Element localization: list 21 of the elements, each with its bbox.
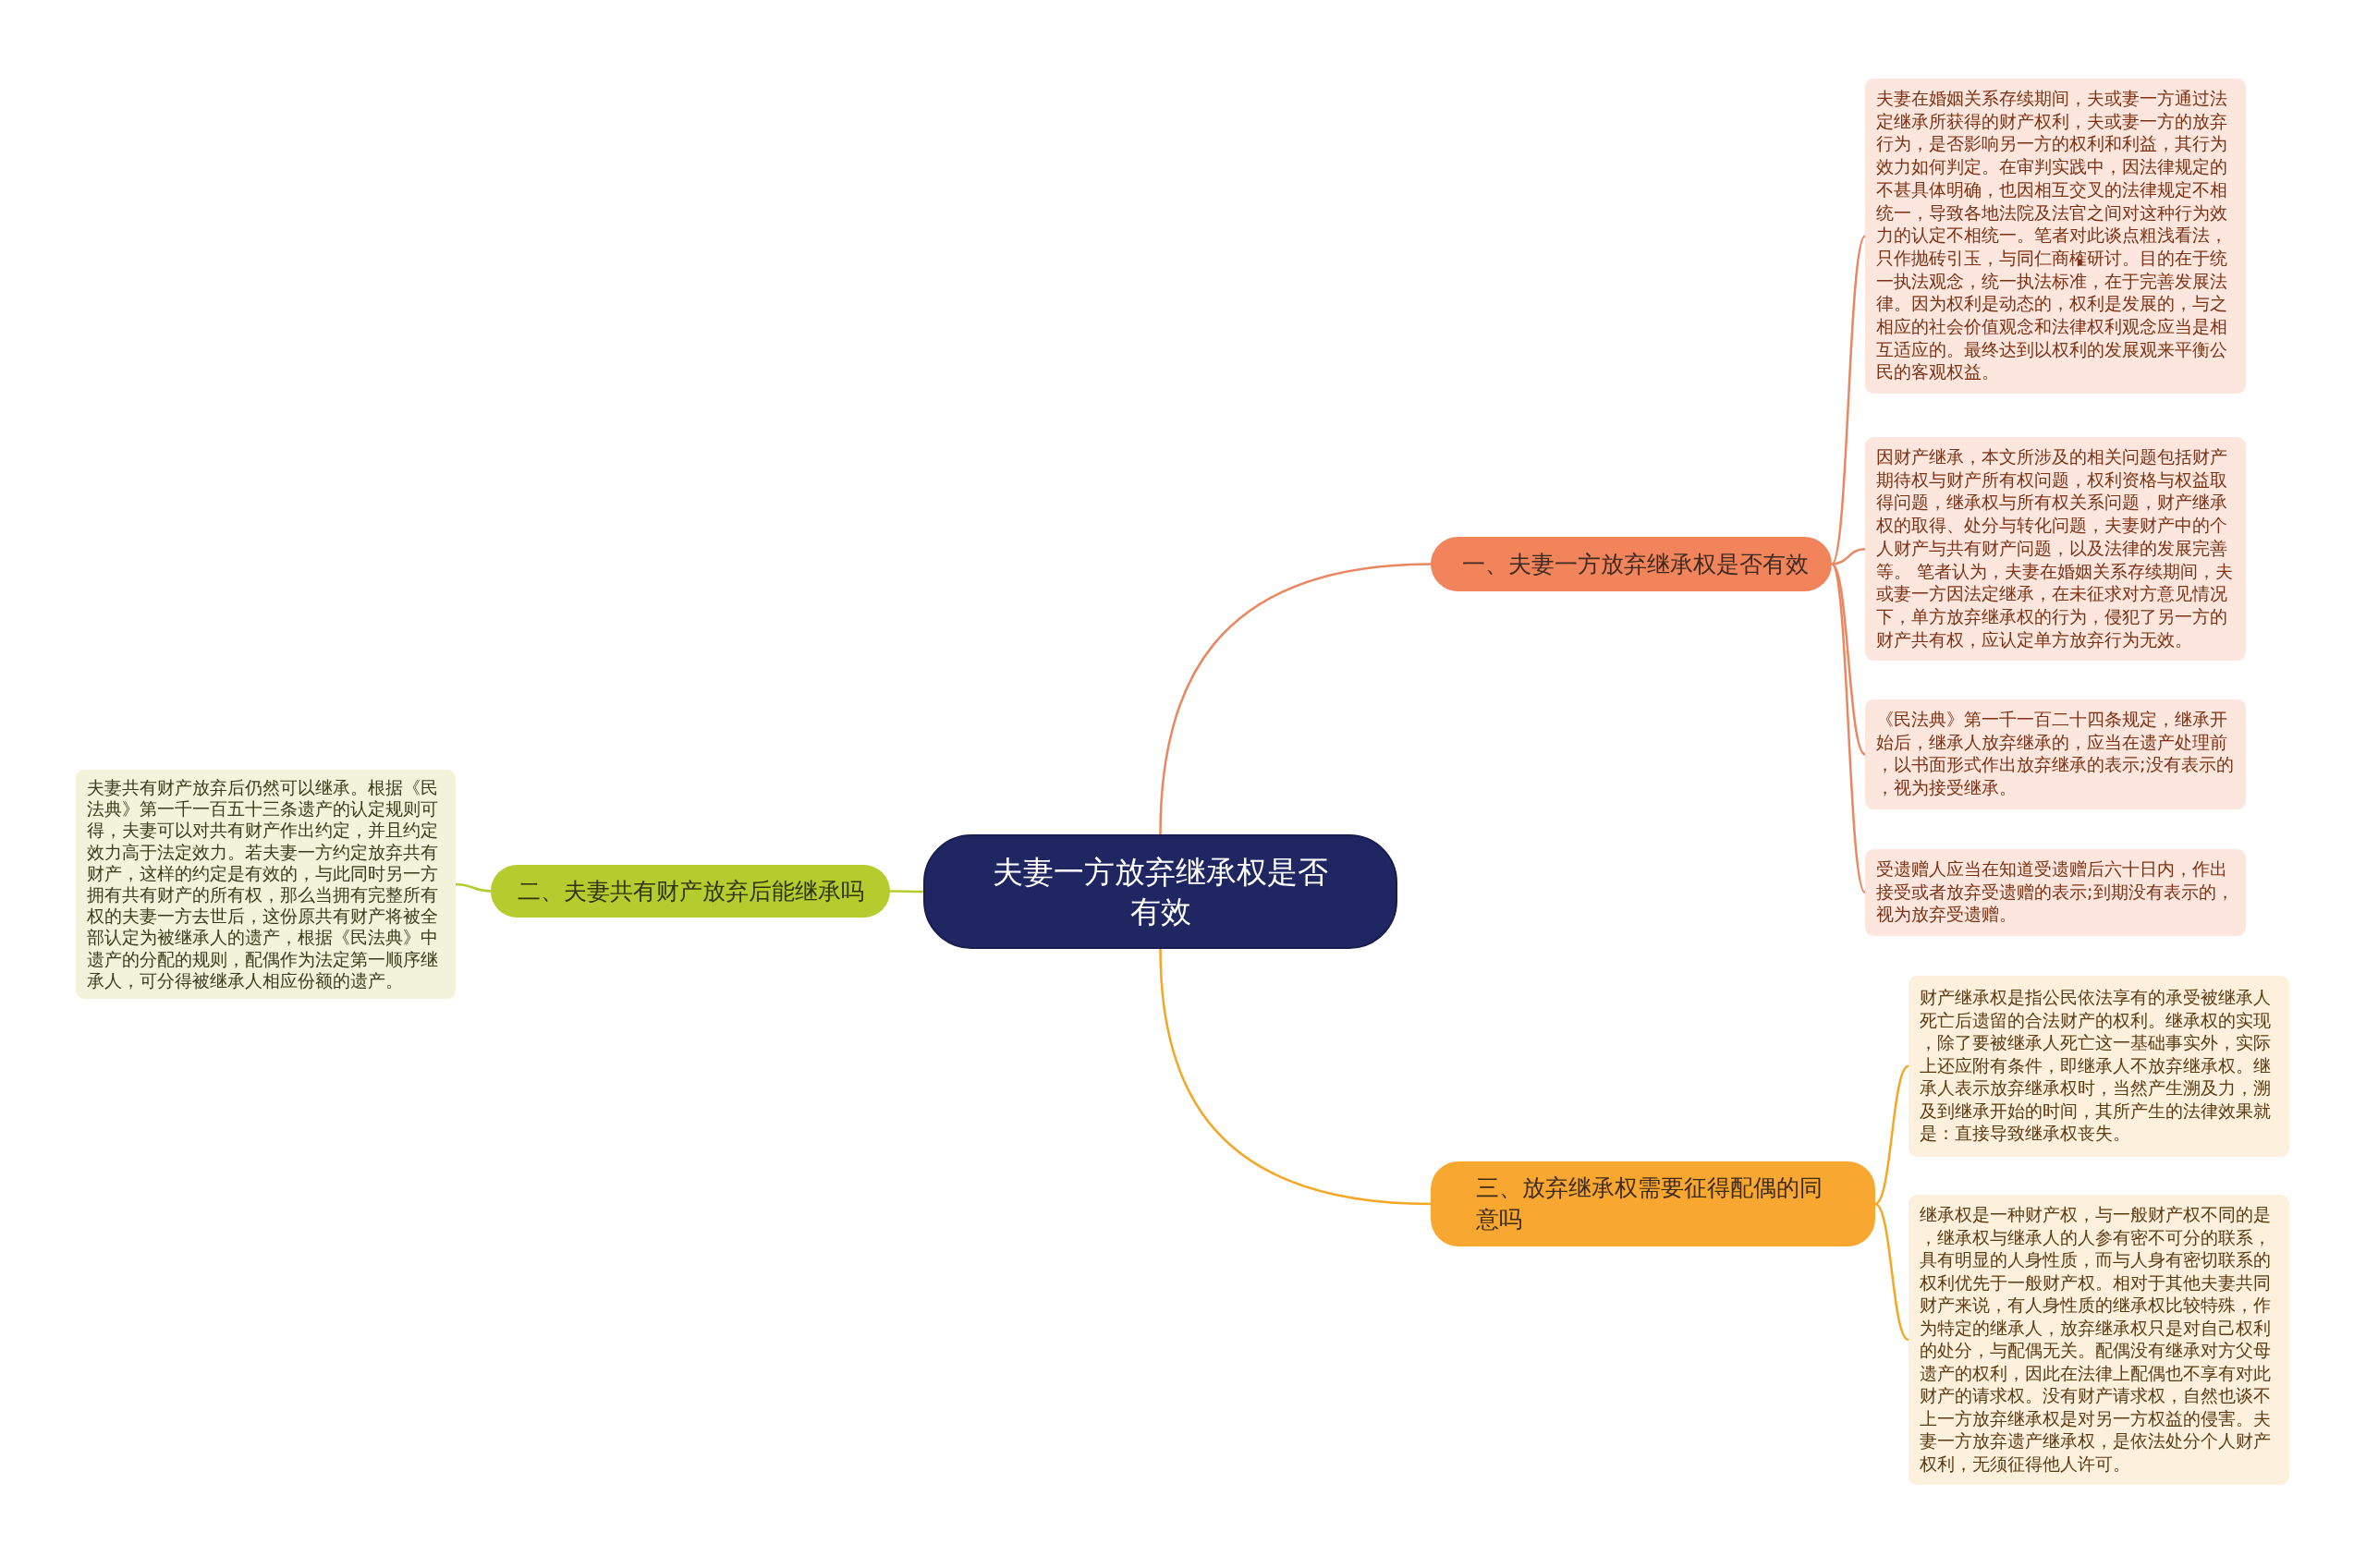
note-box: 因财产继承，本文所涉及的相关问题包括财产期待权与财产所有权问题，权利资格与权益取得问题，继承权与所有权关系问题，财产继承权的取得、处分与转化问题，夫妻财产中的个人财产与共有财产问题，以及法律的发展完善等。 笔者认为，夫妻在婚姻关系存续期间，夫或妻一方因法定继承，在未征求对方意见情况下，单方放弃继承权的行为，侵犯了另一方的财产共有权，应认定单方放弃行为无效。: [1865, 437, 2246, 662]
connector-line: [1159, 563, 1432, 835]
note-box: 财产继承权是指公民依法享有的承受被继承人死亡后遗留的合法财产的权利。继承权的实现，除了要被继承人死亡这一基础事实外，实际上还应附有条件，即继承人不放弃继承权。继承人表示放弃继承权时，当然产生溯及力，溯及到继承开始的时间，其所产生的法律效果就是：直接导致继承权丧失。: [1909, 976, 2289, 1157]
note-box: 《民法典》第一千一百二十四条规定，继承开始后，继承人放弃继承的，应当在遗产处理前，以书面形式作出放弃继承的表示;没有表示的，视为接受继承。: [1865, 699, 2246, 809]
branch-topic-box: 三、放弃继承权需要征得配偶的同意吗: [1431, 1161, 1875, 1246]
connector-line: [455, 882, 492, 893]
branch-topic-box: 一、夫妻一方放弃继承权是否有效: [1431, 537, 1832, 591]
connector-line: [890, 890, 923, 893]
connector-line: [1159, 948, 1432, 1206]
note-box: 夫妻共有财产放弃后仍然可以继承。根据《民法典》第一千一百五十三条遗产的认定规则可得，夫妻可以对共有财产作出约定，并且约定效力高于法定效力。若夫妻一方约定放弃共有财产，这样的约定是有效的，与此同时另一方拥有共有财产的所有权，那么当拥有完整所有权的夫妻一方去世后，这份原共有财产将被全部认定为被继承人的遗产，根据《民法典》中遗产的分配的规则，配偶作为法定第一顺序继承人，可分得被继承人相应份额的遗产。: [76, 770, 456, 1000]
connector-line: [1830, 563, 1867, 893]
connector-line: [1831, 547, 1866, 565]
note-box: 夫妻在婚姻关系存续期间，夫或妻一方通过法定继承所获得的财产权利，夫或妻一方的放弃行为，是否影响另一方的权利和利益，其行为效力如何判定。在审判实践中，因法律规定的不甚具体明确，也因相互交叉的法律规定不相统一，导致各地法院及法官之间对这种行为效力的认定不相统一。笔者对此谈点粗浅看法，只作抛砖引玉，与同仁商榷研讨。目的在于统一执法观念，统一执法标准，在于完善发展法律。因为权利是动态的，权利是发展的，与之相应的社会价值观念和法律权利观念应当是相互适应的。最终达到以权利的发展观来平衡公民的客观权益。: [1865, 79, 2246, 395]
connector-line: [1874, 1064, 1909, 1205]
note-box: 受遗赠人应当在知道受遗赠后六十日内，作出接受或者放弃受遗赠的表示;到期没有表示的，视为放弃受遗赠。: [1865, 849, 2246, 937]
connector-line: [1831, 563, 1866, 756]
branch-topic-box: 二、夫妻共有财产放弃后能继承吗: [491, 865, 890, 918]
connector-line: [1830, 235, 1867, 565]
connector-line: [1874, 1202, 1909, 1342]
note-box: 继承权是一种财产权，与一般财产权不同的是，继承权与继承人的人参有密不可分的联系，具有明显的人身性质，而与人身有密切联系的权利优先于一般财产权。相对于其他夫妻共同财产来说，有人身性质的继承权比较特殊，作为特定的继承人，放弃继承权只是对自己权利的处分，与配偶无关。配偶没有继承对方父母遗产的权利，因此在法律上配偶也不享有对此财产的请求权。没有财产请求权，自然也谈不上一方放弃继承权是对另一方权益的侵害。夫妻一方放弃遗产继承权，是依法处分个人财产权利，无须征得他人许可。: [1909, 1195, 2289, 1485]
central-topic-box: 夫妻一方放弃继承权是否有效: [923, 834, 1397, 949]
